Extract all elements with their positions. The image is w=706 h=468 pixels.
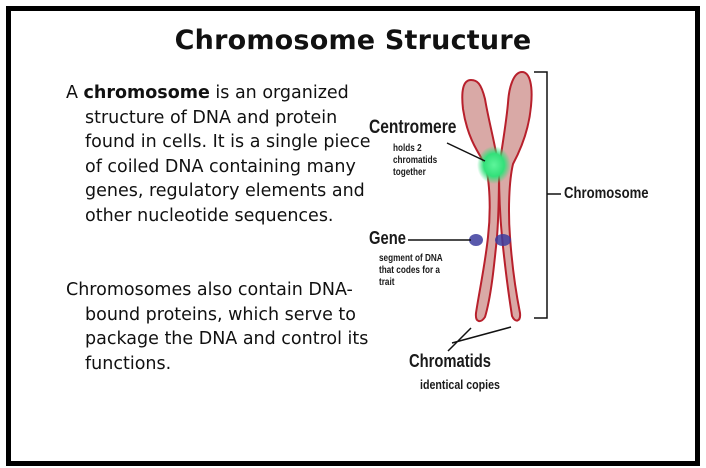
chromatids-label: Chromatids xyxy=(409,351,491,372)
centromere-desc-line: together xyxy=(393,166,437,178)
gene-desc-line: trait xyxy=(379,276,443,288)
slide-frame: Chromosome Structure A chromosome is an … xyxy=(6,6,700,466)
centromere-marker xyxy=(477,146,511,184)
chromosome-bracket xyxy=(534,72,561,318)
gene-desc-line: segment of DNA xyxy=(379,252,443,264)
centromere-desc-line: chromatids xyxy=(393,154,437,166)
centromere-desc-line: holds 2 xyxy=(393,142,437,154)
chromatids-pointer xyxy=(448,327,511,351)
gene-description: segment of DNA that codes for a trait xyxy=(379,252,443,288)
gene-desc-line: that codes for a xyxy=(379,264,443,276)
left-chromatid xyxy=(462,80,499,321)
gene-band-left xyxy=(469,234,483,246)
gene-band-right xyxy=(495,234,511,246)
centromere-label: Centromere xyxy=(369,117,456,139)
gene-label: Gene xyxy=(369,228,406,249)
chromosome-label: Chromosome xyxy=(564,185,649,203)
right-chromatid xyxy=(499,72,532,321)
chromatids-description: identical copies xyxy=(420,377,500,392)
centromere-description: holds 2 chromatids together xyxy=(393,142,437,178)
chromosome-diagram xyxy=(11,11,695,461)
